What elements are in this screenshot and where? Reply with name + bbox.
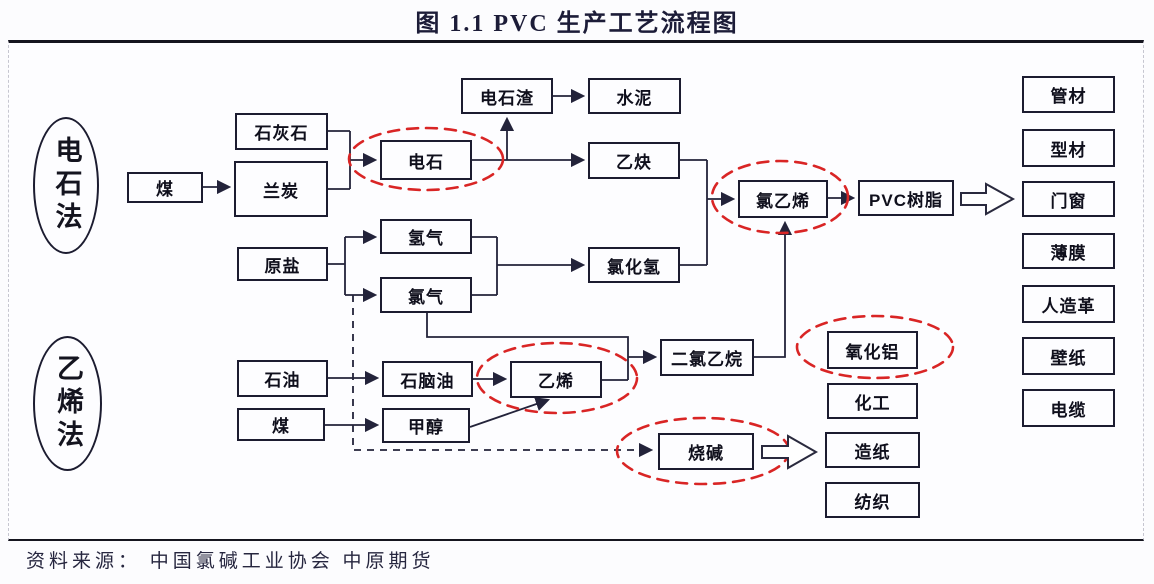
node-calcium-carbide: 电石 (380, 140, 472, 180)
node-carbide-slag: 电石渣 (461, 78, 553, 114)
node-papermaking: 造纸 (825, 432, 920, 468)
data-source-note: 资料来源： 中国氯碱工业协会 中原期货 (26, 551, 435, 572)
node-cable: 电缆 (1022, 389, 1115, 427)
node-pvc-resin: PVC树脂 (858, 180, 954, 216)
node-naphtha: 石脑油 (382, 361, 473, 397)
node-aluminum-oxide: 氧化铝 (827, 331, 918, 369)
node-wallpaper: 壁纸 (1022, 337, 1115, 375)
node-coal-top: 煤 (127, 172, 203, 203)
figure-title: 图 1.1 PVC 生产工艺流程图 (415, 11, 739, 37)
node-chemical-industry: 化工 (827, 383, 918, 419)
node-semi-coke: 兰炭 (234, 161, 328, 217)
node-vinyl-chloride: 氯乙烯 (738, 180, 828, 218)
method-oval-ethylene: 乙烯法 (33, 336, 102, 471)
node-film: 薄膜 (1022, 233, 1115, 269)
node-hydrogen-chloride: 氯化氢 (588, 247, 680, 283)
node-methanol: 甲醇 (382, 408, 470, 443)
node-caustic-soda: 烧碱 (658, 433, 754, 470)
node-acetylene: 乙炔 (588, 142, 680, 179)
node-pipe: 管材 (1022, 76, 1115, 113)
node-artificial-leather: 人造革 (1022, 285, 1115, 323)
node-cement: 水泥 (588, 78, 681, 114)
node-raw-salt: 原盐 (237, 247, 328, 281)
node-profile: 型材 (1022, 129, 1115, 167)
node-coal-bottom: 煤 (237, 408, 325, 441)
method-oval-calcium-carbide: 电石法 (33, 117, 99, 254)
node-doors-windows: 门窗 (1022, 181, 1115, 217)
diagram-frame (8, 40, 1144, 541)
node-dichloroethane: 二氯乙烷 (660, 339, 754, 376)
node-chlorine: 氯气 (380, 277, 472, 313)
node-textile: 纺织 (825, 482, 920, 518)
node-hydrogen: 氢气 (380, 219, 472, 254)
node-ethylene: 乙烯 (510, 361, 602, 398)
node-petroleum: 石油 (237, 360, 328, 397)
node-limestone: 石灰石 (235, 113, 328, 150)
